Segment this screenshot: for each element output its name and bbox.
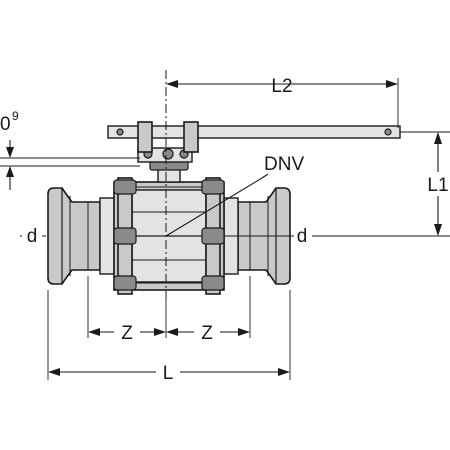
left-pipe-end [47, 187, 115, 285]
lever-handle [107, 121, 401, 153]
label-l1: L1 [427, 175, 448, 196]
label-l: L [163, 363, 174, 384]
valve-stem [137, 147, 193, 183]
bolts [113, 179, 225, 291]
label-l2: L2 [271, 76, 292, 97]
label-handle-offset-sup: 9 [12, 109, 19, 123]
label-dnv: DNV [264, 154, 304, 175]
dimension-l2: L2 [166, 76, 398, 97]
extension-lines [0, 78, 450, 380]
label-d-right: d [297, 226, 308, 247]
label-d-left: d [27, 226, 38, 247]
dimension-handle-offset: 0 9 [0, 109, 19, 190]
label-handle-offset: 0 [0, 114, 11, 135]
dimension-z: Z Z [88, 320, 250, 344]
dnv-leader: DNV [165, 154, 304, 237]
label-z-left: Z [121, 323, 133, 344]
diameter-labels: d d [22, 224, 312, 247]
dimension-l: L [48, 360, 290, 384]
label-z-right: Z [201, 323, 213, 344]
dimension-l1: L1 [418, 132, 450, 236]
